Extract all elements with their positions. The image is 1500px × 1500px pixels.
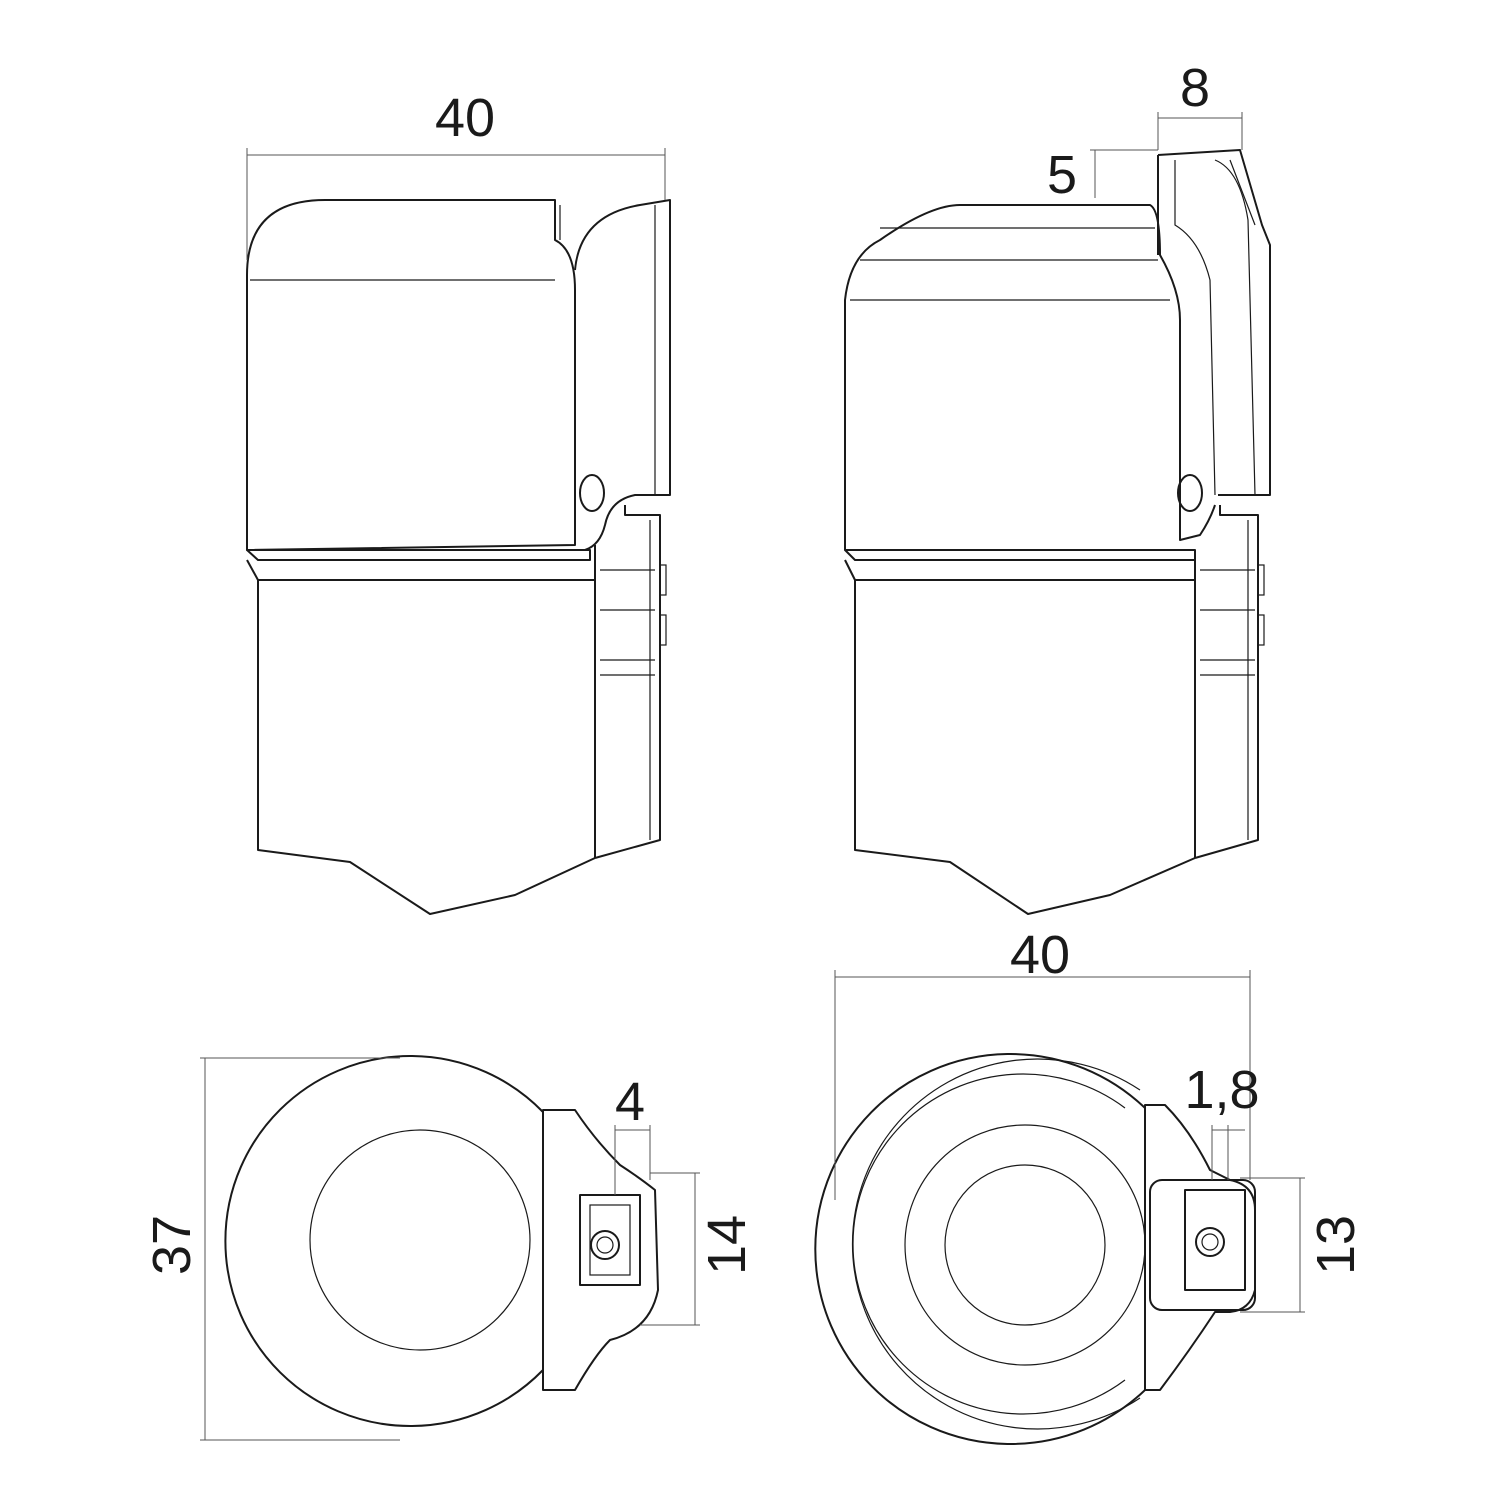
dimension-lines — [200, 112, 1305, 1441]
dim-diameter: 37 — [142, 1215, 202, 1275]
top-view-detailed — [814, 1053, 1256, 1445]
side-view-front — [246, 199, 671, 915]
dim-clip-offset: 5 — [1047, 145, 1077, 205]
side-view-profile — [844, 149, 1271, 915]
dim-tab-height-left: 14 — [697, 1215, 757, 1275]
top-view-plain — [224, 1055, 659, 1427]
dim-tab-offset: 4 — [615, 1072, 645, 1132]
dim-clip-width: 8 — [1180, 58, 1210, 118]
dim-bottom-width: 40 — [1010, 925, 1070, 985]
dim-clip-gap: 1,8 — [1184, 1060, 1259, 1120]
dim-front-width: 40 — [435, 88, 495, 148]
dim-tab-height-right: 13 — [1306, 1215, 1366, 1275]
